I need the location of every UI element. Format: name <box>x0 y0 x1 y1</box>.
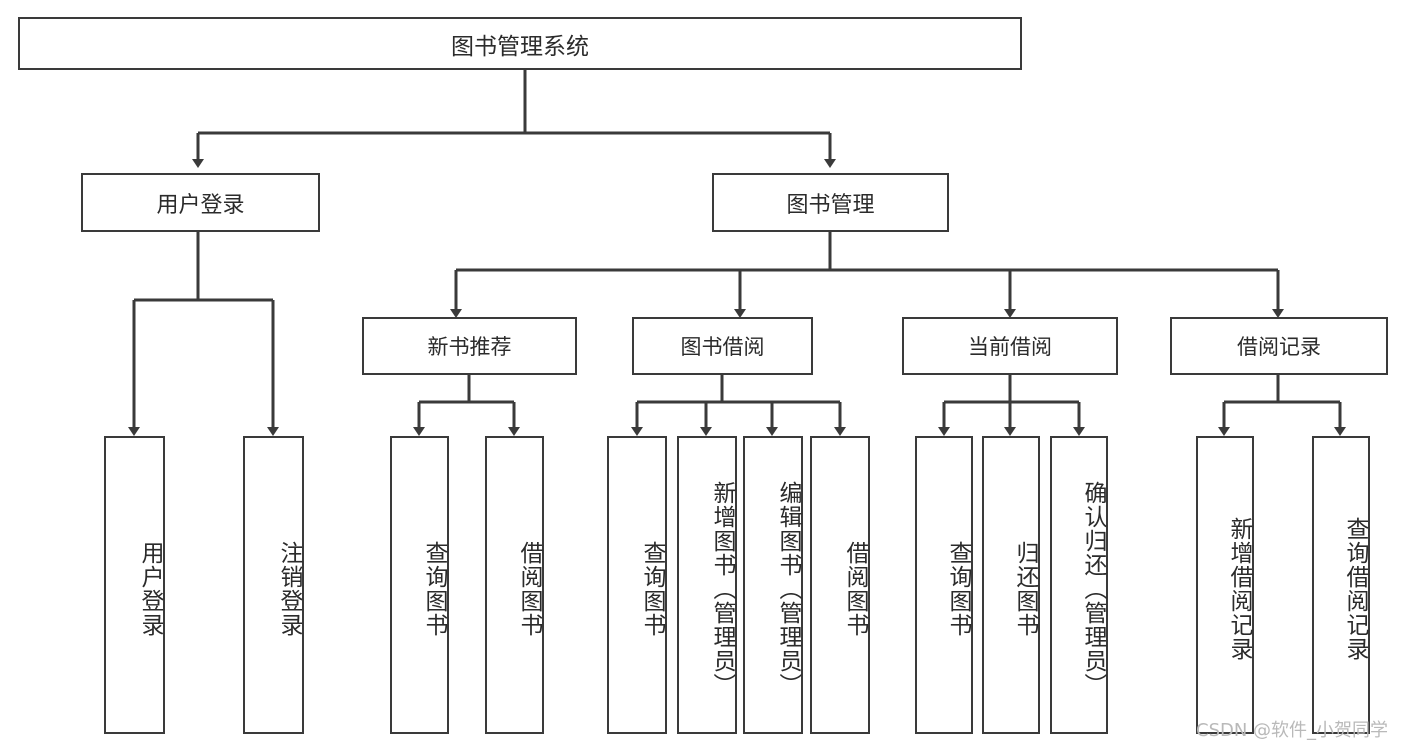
leaf-confirm-return-admin-label: 确认归还（管理员） <box>1080 481 1106 697</box>
leaf-user-login[interactable]: 用户登录 <box>104 436 165 734</box>
leaf-logout-login[interactable]: 注销登录 <box>243 436 304 734</box>
leaf-user-login-label: 用户登录 <box>137 541 163 637</box>
node-current-borrow[interactable]: 当前借阅 <box>902 317 1118 375</box>
watermark: CSDN @软件_小贺同学 <box>1196 720 1389 741</box>
leaf-add-borrow-record-label: 新增借阅记录 <box>1226 517 1252 661</box>
node-borrow-record[interactable]: 借阅记录 <box>1170 317 1388 375</box>
leaf-edit-book-admin[interactable]: 编辑图书（管理员） <box>743 436 803 734</box>
leaf-query-book-3-label: 查询图书 <box>945 541 971 637</box>
node-root-label: 图书管理系统 <box>451 33 589 60</box>
leaf-return-book[interactable]: 归还图书 <box>982 436 1040 734</box>
node-book-manage-label: 图书管理 <box>786 192 875 218</box>
leaf-add-borrow-record[interactable]: 新增借阅记录 <box>1196 436 1254 734</box>
leaf-logout-login-label: 注销登录 <box>276 541 302 637</box>
node-user-login[interactable]: 用户登录 <box>81 173 320 232</box>
node-root[interactable]: 图书管理系统 <box>18 17 1022 70</box>
node-user-login-label: 用户登录 <box>156 192 245 218</box>
leaf-edit-book-admin-label: 编辑图书（管理员） <box>775 481 801 697</box>
leaf-query-book-2-label: 查询图书 <box>639 541 665 637</box>
leaf-query-book-2[interactable]: 查询图书 <box>607 436 667 734</box>
leaf-borrow-book-1[interactable]: 借阅图书 <box>485 436 544 734</box>
node-book-borrow[interactable]: 图书借阅 <box>632 317 813 375</box>
leaf-query-book-3[interactable]: 查询图书 <box>915 436 973 734</box>
leaf-add-book-admin[interactable]: 新增图书（管理员） <box>677 436 737 734</box>
leaf-borrow-book-2-label: 借阅图书 <box>842 541 868 637</box>
leaf-confirm-return-admin[interactable]: 确认归还（管理员） <box>1050 436 1108 734</box>
leaf-query-borrow-record[interactable]: 查询借阅记录 <box>1312 436 1370 734</box>
node-book-borrow-label: 图书借阅 <box>680 335 765 359</box>
leaf-borrow-book-1-label: 借阅图书 <box>516 541 542 637</box>
leaf-query-book-1[interactable]: 查询图书 <box>390 436 449 734</box>
leaf-query-book-1-label: 查询图书 <box>421 541 447 637</box>
node-book-manage[interactable]: 图书管理 <box>712 173 949 232</box>
node-new-book-recommend-label: 新书推荐 <box>427 335 512 359</box>
node-current-borrow-label: 当前借阅 <box>968 335 1052 359</box>
leaf-query-borrow-record-label: 查询借阅记录 <box>1342 517 1368 661</box>
leaf-add-book-admin-label: 新增图书（管理员） <box>709 481 735 697</box>
node-new-book-recommend[interactable]: 新书推荐 <box>362 317 577 375</box>
node-borrow-record-label: 借阅记录 <box>1237 335 1321 359</box>
leaf-borrow-book-2[interactable]: 借阅图书 <box>810 436 870 734</box>
leaf-return-book-label: 归还图书 <box>1012 541 1038 637</box>
